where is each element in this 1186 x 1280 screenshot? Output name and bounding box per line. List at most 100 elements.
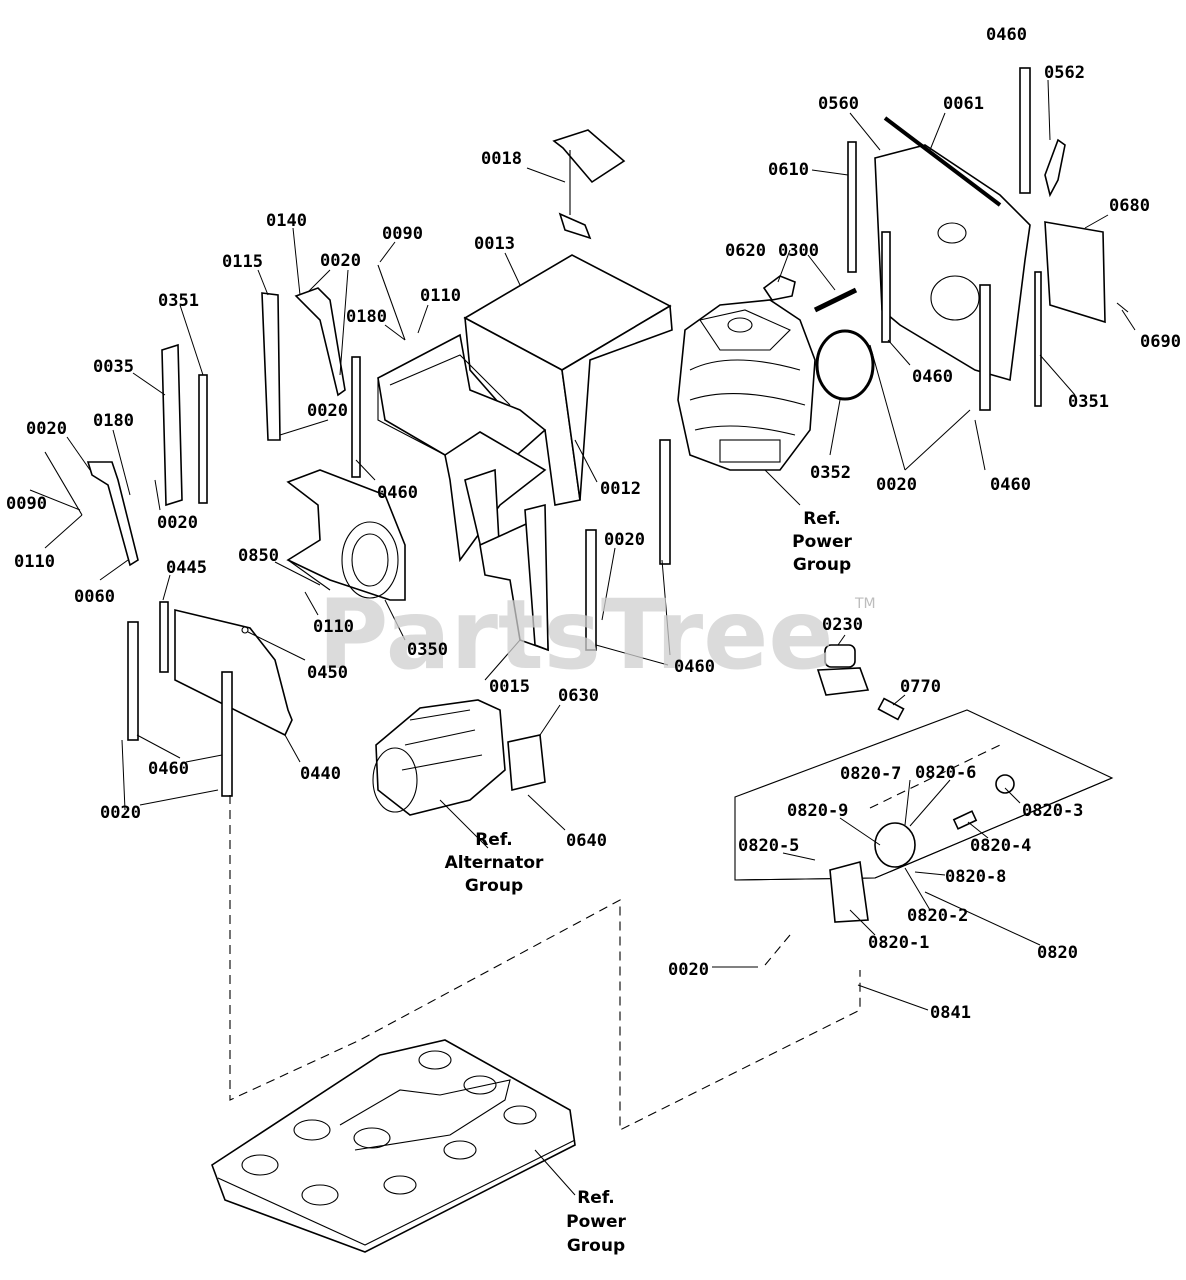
label-0018: 0018 [481, 149, 522, 169]
label-0850: 0850 [238, 546, 279, 566]
label-0841: 0841 [930, 1003, 971, 1023]
leader-lines [29, 79, 1136, 1196]
label-0820-5: 0820-5 [738, 836, 799, 856]
label-0820-8: 0820-8 [945, 867, 1006, 887]
label-0020-f: 0020 [604, 530, 645, 550]
label-0140: 0140 [266, 211, 307, 231]
label-0015: 0015 [489, 677, 530, 697]
ref-power-bottom-line2: Power [566, 1212, 626, 1232]
label-0460-f: 0460 [148, 759, 189, 779]
label-0690: 0690 [1140, 332, 1181, 352]
label-0020-h: 0020 [668, 960, 709, 980]
part-0115-rail [261, 292, 281, 441]
label-0460-c: 0460 [990, 475, 1031, 495]
label-0820-6: 0820-6 [915, 763, 976, 783]
part-0300-tube [813, 287, 858, 313]
part-0460-rails-left [127, 621, 233, 797]
part-0013-housing [377, 254, 673, 506]
label-0351-a: 0351 [158, 291, 199, 311]
ref-alternator-line2: Alternator [445, 853, 544, 873]
ref-label-power-top: Ref. Power Group [792, 509, 852, 575]
ref-power-bottom-line3: Group [567, 1236, 625, 1256]
label-0090-a: 0090 [382, 224, 423, 244]
part-0350-blower-housing [286, 469, 406, 601]
label-0820-4: 0820-4 [970, 836, 1031, 856]
label-0180-a: 0180 [346, 307, 387, 327]
label-0090-b: 0090 [6, 494, 47, 514]
watermark-trademark: TM [854, 596, 876, 612]
part-0445-seal [159, 601, 169, 673]
part-0351-rail-right [1034, 271, 1042, 407]
base-power-group [211, 1039, 576, 1253]
label-0620: 0620 [725, 241, 766, 261]
part-0460-rail-top [1019, 67, 1031, 194]
ref-label-alternator: Ref. Alternator Group [445, 830, 544, 896]
label-0012: 0012 [600, 479, 641, 499]
part-0460-rail-rear1 [881, 231, 891, 343]
label-0020-c: 0020 [876, 475, 917, 495]
label-0110-b: 0110 [14, 552, 55, 572]
label-0020-d: 0020 [26, 419, 67, 439]
part-0820-regulator [734, 709, 1114, 966]
label-0680: 0680 [1109, 196, 1150, 216]
part-0440-side-panel [174, 608, 293, 737]
label-0440: 0440 [300, 764, 341, 784]
label-0020-g: 0020 [100, 803, 141, 823]
part-0562-bracket [1044, 138, 1066, 198]
label-0460-d: 0460 [377, 483, 418, 503]
part-0460-rail-rear2 [979, 284, 991, 411]
part-0352-ring [815, 329, 875, 401]
label-0560: 0560 [818, 94, 859, 114]
ref-power-bottom-line1: Ref. [577, 1188, 615, 1208]
part-0460-rail-mid [351, 356, 361, 478]
part-0460-rail-center2 [659, 439, 671, 565]
label-0562: 0562 [1044, 63, 1085, 83]
label-0351-b: 0351 [1068, 392, 1109, 412]
label-0060: 0060 [74, 587, 115, 607]
label-0035: 0035 [93, 357, 134, 377]
label-0110-c: 0110 [313, 617, 354, 637]
frame-dashed-outline [229, 795, 861, 1131]
label-0300: 0300 [778, 241, 819, 261]
label-0350: 0350 [407, 640, 448, 660]
label-0061: 0061 [943, 94, 984, 114]
label-0460-e: 0460 [674, 657, 715, 677]
label-0180-b: 0180 [93, 411, 134, 431]
ref-power-top-line2: Power [792, 532, 852, 552]
label-0820-1: 0820-1 [868, 933, 929, 953]
part-0620-cap [762, 275, 796, 301]
label-0115: 0115 [222, 252, 263, 272]
label-0460-top: 0460 [986, 25, 1027, 45]
ref-alternator-line1: Ref. [475, 830, 513, 850]
part-0012-0015-panels [444, 431, 549, 652]
label-0770: 0770 [900, 677, 941, 697]
label-0020-e: 0020 [157, 513, 198, 533]
label-0820-3: 0820-3 [1022, 801, 1083, 821]
ref-power-top-line1: Ref. [803, 509, 841, 529]
part-labels: 0460 0562 0560 0061 0610 0680 0018 0620 … [6, 25, 1181, 1023]
alternator-group [372, 699, 546, 816]
part-0090-rod [377, 264, 406, 341]
label-0230: 0230 [822, 615, 863, 635]
part-0035-panel [161, 343, 208, 507]
part-0610-rail [847, 141, 857, 273]
part-0690-screw [1116, 302, 1129, 313]
label-0013: 0013 [474, 234, 515, 254]
label-0820-9: 0820-9 [787, 801, 848, 821]
part-0060-strut [44, 451, 139, 567]
label-0110-a: 0110 [420, 286, 461, 306]
engine-power-group [677, 299, 816, 471]
label-0445: 0445 [166, 558, 207, 578]
label-0450: 0450 [307, 663, 348, 683]
label-0020-b: 0020 [307, 401, 348, 421]
label-0610: 0610 [768, 160, 809, 180]
watermark-text: PartsTree [318, 579, 833, 691]
label-0820-2: 0820-2 [907, 906, 968, 926]
part-0560-rear-panel [874, 116, 1031, 382]
label-0460-b: 0460 [912, 367, 953, 387]
part-0018-bracket [552, 129, 626, 240]
label-0820: 0820 [1037, 943, 1078, 963]
part-0230-valve [816, 644, 905, 721]
part-0460-rail-center [585, 529, 597, 651]
